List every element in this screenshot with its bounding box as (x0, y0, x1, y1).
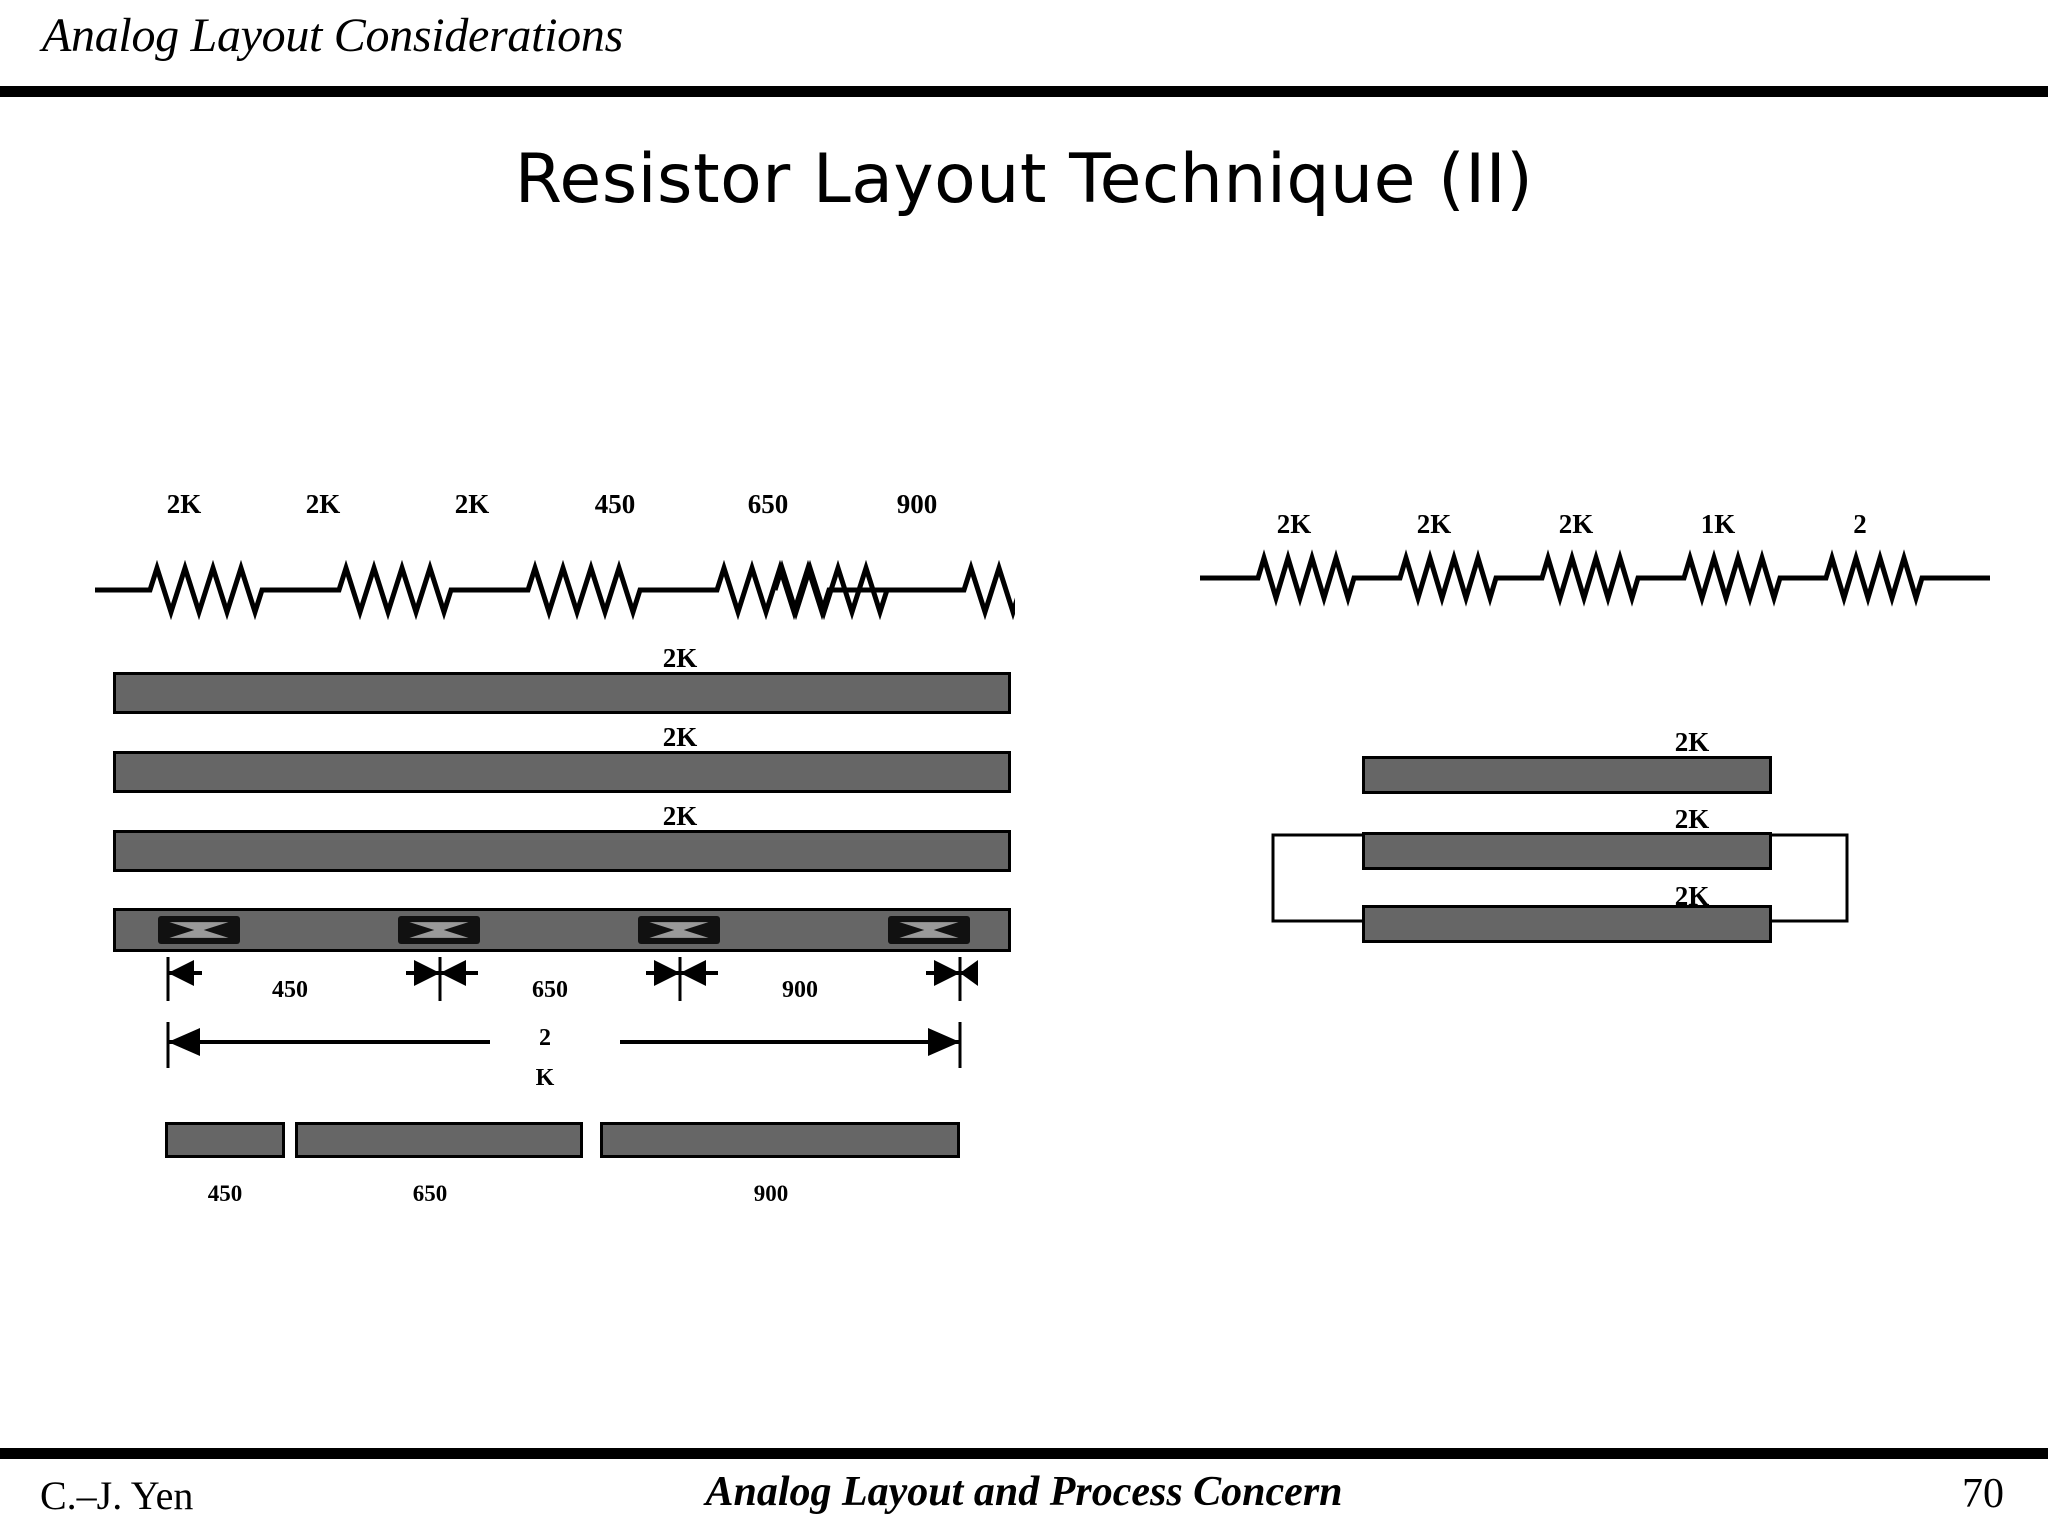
left-resistor-label-0: 2K (166, 489, 202, 519)
left-bar-label-0: 2K (662, 643, 698, 673)
contact-tap-icon-2 (638, 916, 720, 944)
left-resistor-label-5: 900 (896, 489, 938, 519)
right-layout-bar-1 (1362, 832, 1772, 870)
dimension-row-top (166, 957, 978, 1001)
left-schematic-wire (95, 560, 906, 620)
page-title: Resistor Layout Technique (II) (514, 140, 1534, 219)
right-schematic-wire (1200, 549, 1990, 607)
dimension-span-2k (166, 1022, 962, 1068)
dimension-span-label-line1: 2 (539, 1025, 551, 1051)
dimension-span-label-line2: K (535, 1065, 555, 1091)
left-resistor-label-1: 2K (305, 489, 341, 519)
footer-course-title: Analog Layout and Process Concern (705, 1469, 1343, 1515)
left-layout-bar-2 (113, 830, 1011, 872)
segment-bar-900 (600, 1122, 960, 1158)
footer-divider-rule (0, 1448, 2048, 1459)
left-bar-label-2: 2K (662, 801, 698, 831)
left-schematic-wire-2 (772, 560, 1015, 620)
dimension-label-450: 450 (272, 977, 308, 1003)
header-divider-rule (0, 86, 2048, 97)
contact-tap-icon-3 (888, 916, 970, 944)
dimension-label-650: 650 (532, 977, 568, 1003)
right-layout-bar-0 (1362, 756, 1772, 794)
left-bar-label-1: 2K (662, 722, 698, 752)
right-resistor-label-2: 2K (1558, 509, 1594, 539)
left-tapped-bar (113, 908, 1011, 952)
dimension-label-900: 900 (782, 977, 818, 1003)
footer-author: C.–J. Yen (40, 1473, 194, 1518)
left-resistor-label-2: 2K (454, 489, 490, 519)
right-layout-wire-loop (1271, 833, 1849, 923)
left-layout-bar-0 (113, 672, 1011, 714)
contact-tap-icon-1 (398, 916, 480, 944)
footer-page-number: 70 (1962, 1471, 2004, 1517)
right-resistor-label-3: 1K (1700, 509, 1736, 539)
right-resistor-label-0: 2K (1276, 509, 1312, 539)
right-layout-bar-2 (1362, 905, 1772, 943)
header-title: Analog Layout Considerations (42, 9, 623, 62)
left-resistor-label-4: 650 (747, 489, 789, 519)
left-resistor-label-3: 450 (594, 489, 636, 519)
right-bar-label-1: 2K (1674, 804, 1710, 834)
segment-bar-650 (295, 1122, 583, 1158)
segment-bar-label-450: 450 (207, 1181, 243, 1206)
right-resistor-label-1: 2K (1416, 509, 1452, 539)
right-bar-label-0: 2K (1674, 727, 1710, 757)
segment-bar-label-900: 900 (753, 1181, 789, 1206)
segment-bar-label-650: 650 (412, 1181, 448, 1206)
contact-tap-icon-0 (158, 916, 240, 944)
slide-header: Analog Layout Considerations (0, 0, 2048, 97)
right-resistor-label-4: 2 (1853, 509, 1867, 539)
segment-bar-450 (165, 1122, 285, 1158)
left-layout-bar-1 (113, 751, 1011, 793)
